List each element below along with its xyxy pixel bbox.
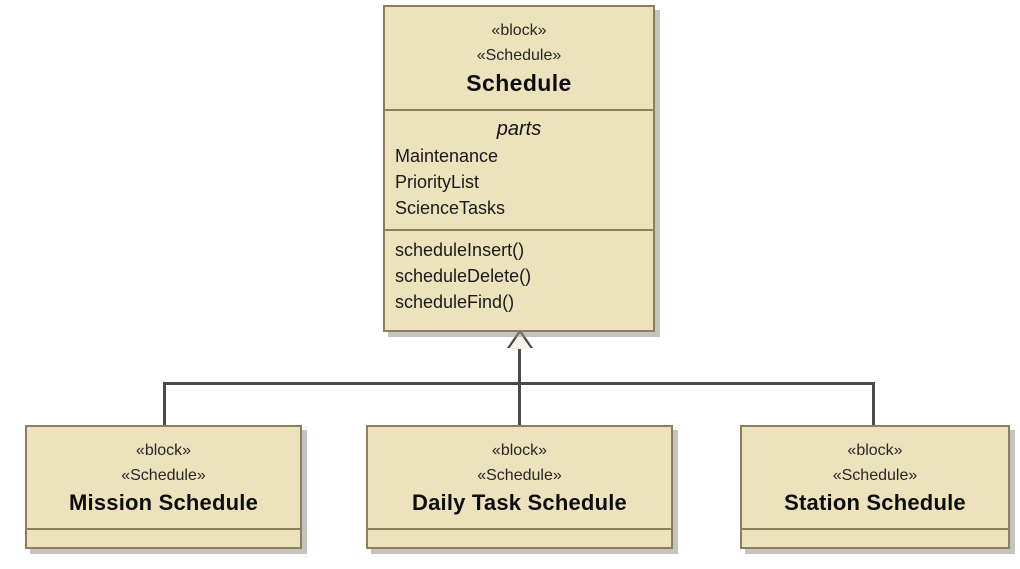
- block-schedule[interactable]: «block» «Schedule» Schedule parts Mainte…: [383, 5, 655, 332]
- parts-compartment-label: parts: [496, 118, 542, 140]
- block-mission-schedule-stereotype-type: «Schedule»: [121, 467, 206, 484]
- block-schedule-parts-compartment: parts Maintenance PriorityList ScienceTa…: [385, 109, 653, 229]
- block-schedule-stereotype-block: «block»: [491, 22, 547, 39]
- generalization-stem-vertical: [518, 338, 521, 385]
- block-schedule-header: «block» «Schedule» Schedule: [385, 7, 653, 109]
- block-station-schedule-stereotype-type: «Schedule»: [832, 467, 918, 484]
- block-schedule-name: Schedule: [466, 70, 572, 96]
- block-daily-task-schedule-stereotype-type: «Schedule»: [477, 467, 562, 484]
- operation-item: scheduleInsert(): [395, 240, 525, 260]
- block-station-schedule-header: «block» «Schedule» Station Schedule: [742, 427, 1008, 528]
- generalization-arrowhead: [509, 333, 531, 349]
- block-daily-task-schedule-stereotype-block: «block»: [491, 442, 548, 459]
- block-station-schedule-empty-compartment: [742, 528, 1008, 554]
- block-schedule-operations-compartment: scheduleInsert() scheduleDelete() schedu…: [385, 229, 653, 324]
- operation-item: scheduleFind(): [395, 292, 515, 312]
- block-daily-task-schedule-name: Daily Task Schedule: [412, 490, 627, 515]
- generalization-drop-right: [872, 382, 875, 425]
- block-daily-task-schedule-empty-compartment: [368, 528, 671, 554]
- generalization-drop-middle: [518, 382, 521, 425]
- block-station-schedule[interactable]: «block» «Schedule» Station Schedule: [740, 425, 1010, 549]
- parts-item: ScienceTasks: [395, 198, 506, 218]
- block-mission-schedule-stereotype-block: «block»: [135, 442, 192, 459]
- block-mission-schedule-empty-compartment: [27, 528, 300, 554]
- block-station-schedule-stereotype-block: «block»: [847, 442, 903, 459]
- block-schedule-stereotype-type: «Schedule»: [476, 47, 562, 64]
- block-daily-task-schedule-header: «block» «Schedule» Daily Task Schedule: [368, 427, 671, 528]
- generalization-drop-left: [163, 382, 166, 425]
- block-station-schedule-name: Station Schedule: [784, 490, 966, 515]
- block-mission-schedule-header: «block» «Schedule» Mission Schedule: [27, 427, 300, 528]
- block-mission-schedule-name: Mission Schedule: [68, 490, 259, 515]
- block-daily-task-schedule[interactable]: «block» «Schedule» Daily Task Schedule: [366, 425, 673, 549]
- parts-item: Maintenance: [395, 146, 499, 166]
- operation-item: scheduleDelete(): [395, 266, 532, 286]
- parts-item: PriorityList: [395, 172, 480, 192]
- block-mission-schedule[interactable]: «block» «Schedule» Mission Schedule: [25, 425, 302, 549]
